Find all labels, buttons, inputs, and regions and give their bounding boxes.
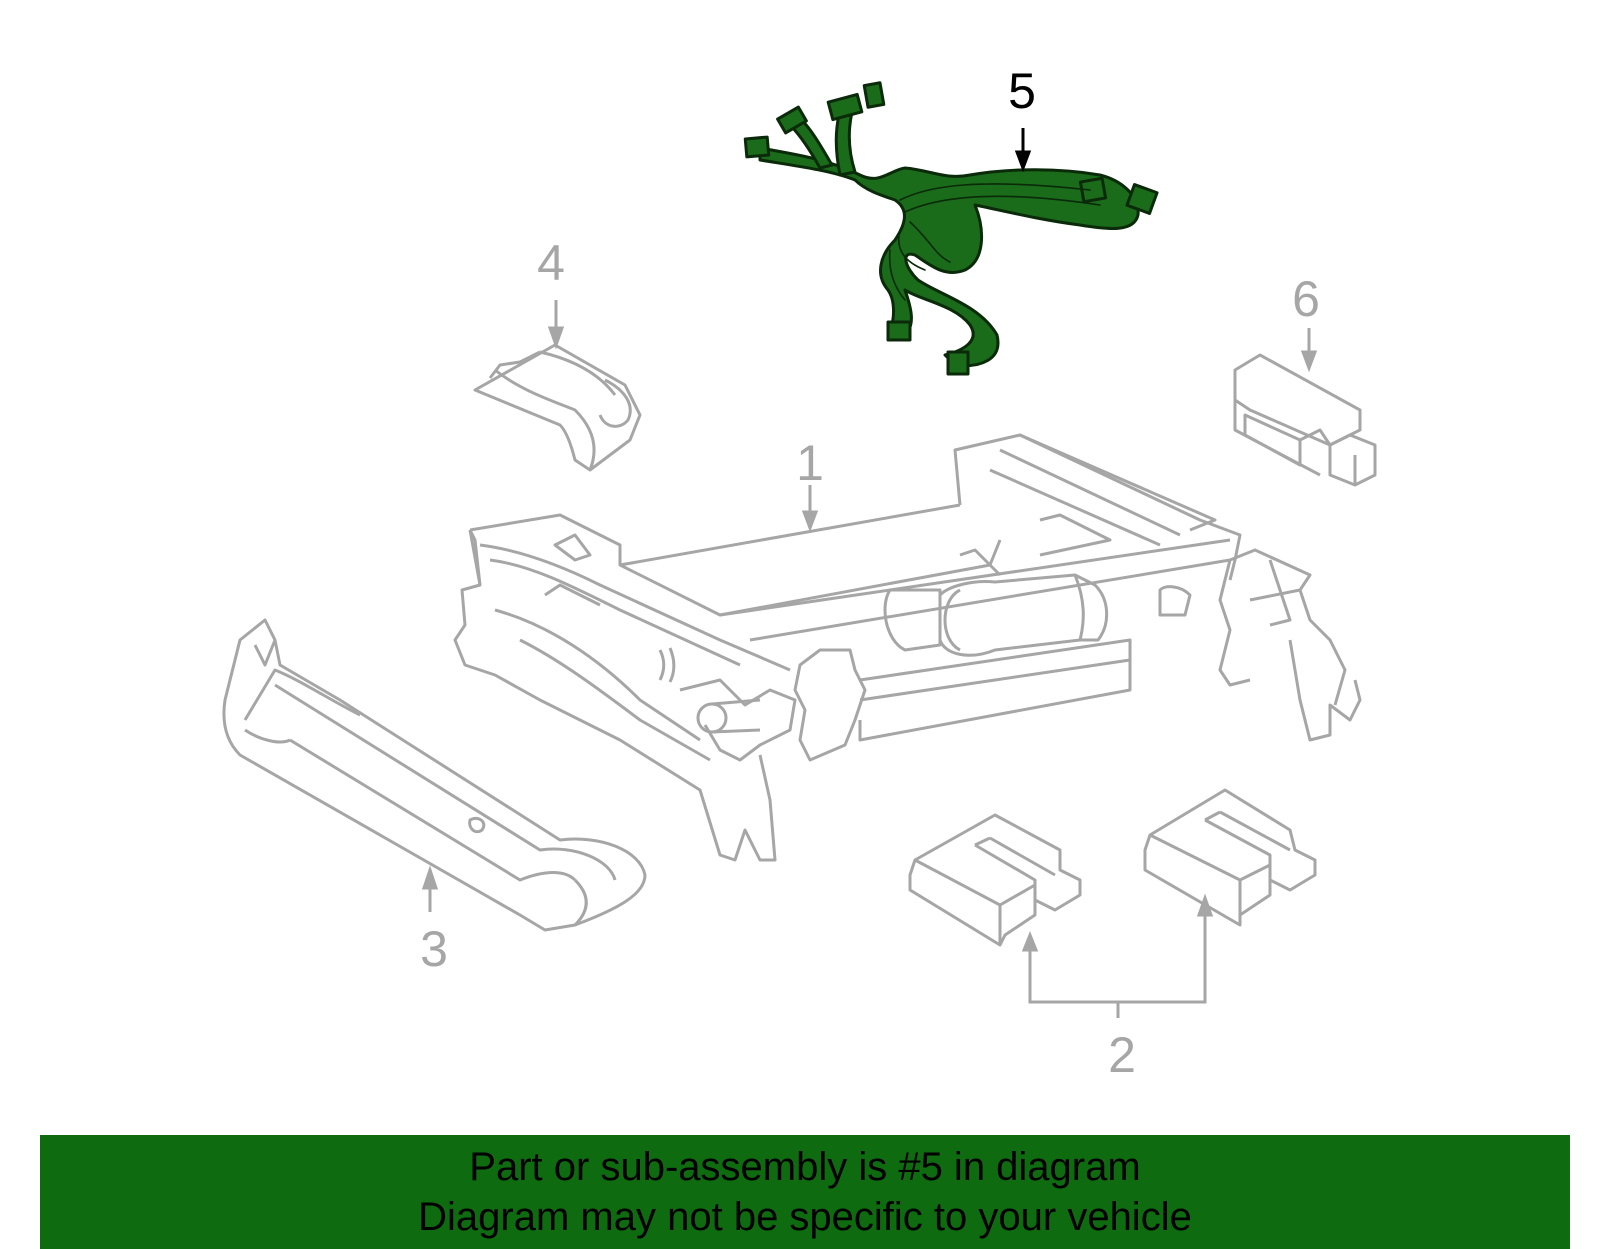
callout-3[interactable]: 3 (420, 921, 448, 977)
callout-6[interactable]: 6 (1292, 271, 1320, 327)
track-covers-part-2[interactable] (908, 788, 1317, 947)
banner-line-1: Part or sub-assembly is #5 in diagram (469, 1145, 1141, 1189)
wiring-harness-part-5[interactable] (743, 81, 1159, 376)
callout-5[interactable]: 5 (1008, 63, 1036, 119)
callout-leaders (421, 128, 1318, 1018)
callout-4[interactable]: 4 (537, 235, 565, 291)
callout-1[interactable]: 1 (796, 435, 824, 491)
seat-frame-part-1[interactable] (453, 433, 1362, 862)
control-module-part-6[interactable] (1233, 353, 1377, 487)
callout-2[interactable]: 2 (1108, 1027, 1136, 1083)
switch-bracket-part-4[interactable] (473, 343, 642, 472)
banner-line-2: Diagram may not be specific to your vehi… (418, 1195, 1192, 1239)
callout-numbers: 1 2 3 4 5 6 (420, 63, 1320, 1083)
info-banner: Part or sub-assembly is #5 in diagram Di… (40, 1135, 1570, 1249)
side-shield-part-3[interactable] (222, 618, 647, 932)
parts-diagram: 1 2 3 4 5 6 (222, 63, 1377, 1083)
